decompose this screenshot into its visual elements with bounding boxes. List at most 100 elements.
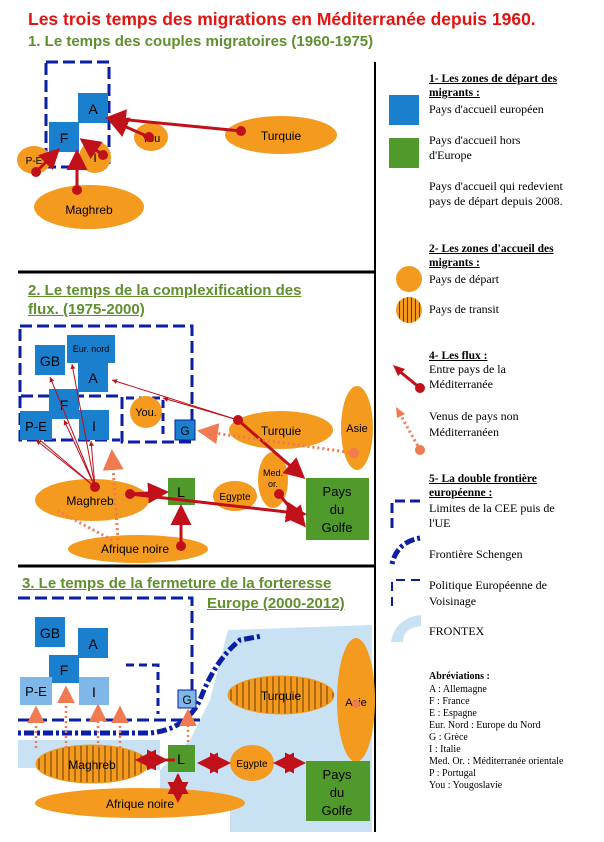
legend-green-label-1: Pays d'accueil hors [429,133,521,147]
legend-h5-line2: européenne : [429,487,493,499]
section-1-title: 1. Le temps des couples migratoires (196… [28,33,374,50]
golfe-label-3a: Pays [323,767,352,782]
abbr-item: You : Yougoslavie [429,780,503,791]
legend-blue-label: Pays d'accueil européen [429,102,544,116]
golfe-label-3b: du [330,785,344,800]
f-label-2: F [60,397,69,413]
abbr-item: G : Grèce [429,732,468,743]
golfe-label-2c: Golfe [321,520,352,535]
cee-border-1 [44,60,111,169]
a-label-3: A [88,636,98,652]
pe-label-1: P-E [26,156,43,167]
legend-h1-line1: 1- Les zones de départ des [429,73,558,85]
pe-label-3: P-E [25,684,47,699]
legend-flux-red-arrow [393,365,425,393]
maghreb-label-3: Maghreb [68,758,116,772]
section-3-title-line1: 3. Le temps de la fermeture de la forter… [22,575,332,592]
eurnord-label-2: Eur. nord [73,344,110,354]
abbr-item: Eur. Nord : Europe du Nord [429,720,541,731]
legend-blue-swatch [389,95,419,125]
afrique-2 [68,535,208,563]
legend-flux2-label-1: Venus de pays non [429,409,519,423]
legend-flux-dotted-arrow [396,407,425,455]
g-label-3: G [182,693,191,707]
legend-voisinage-symbol [391,579,420,606]
abbr-item: F : France [429,696,470,707]
legend-transit-label: Pays de transit [429,302,499,316]
turquie-label-3: Turquie [261,689,302,703]
asie-label-2: Asie [346,423,367,435]
cee-border-2 [18,324,194,444]
golfe-label-3c: Golfe [321,803,352,818]
legend-h1-line2: migrants : [429,87,480,99]
map-3: Turquie Asie Maghreb Egypte Afrique noir… [18,596,375,832]
you-2 [130,396,162,428]
legend-h2-line1: 2- Les zones d'accueil des [429,243,554,255]
maghreb-1 [34,185,144,229]
legend-schengen-symbol [389,535,421,565]
i-label-1: I [93,151,96,165]
turquie-label-1: Turquie [261,129,302,143]
maghreb-2 [35,479,149,521]
legend-voisinage-label-2: Voisinage [429,594,477,608]
afrique-label-3: Afrique noire [106,797,174,811]
schengen-border-3 [18,633,263,736]
medor-label-2b: or. [268,479,278,489]
g-label-2: G [180,424,189,438]
legend-cee-label-1: Limites de la CEE puis de [429,501,555,515]
legend-h4: 4- Les flux : [429,350,488,362]
legend-flux1-label-2: Méditerranée [429,377,493,391]
legend-frontex-label: FRONTEX [429,624,485,638]
medor-label-2a: Med. [263,468,283,478]
legend-voisinage-label-1: Politique Européenne de [429,578,547,592]
legend-schengen-label: Frontière Schengen [429,547,523,561]
asie-2 [341,386,373,470]
afrique-label-2: Afrique noire [101,542,169,556]
legend-h2-line2: migrants : [429,257,480,269]
abbr-item: I : Italie [429,744,461,755]
i-label-3: I [92,684,96,700]
abbr-item: Med. Or. : Méditerranée orientale [429,756,564,767]
a-box-1 [78,93,108,123]
turquie-label-2: Turquie [261,424,302,438]
turquie-3 [227,675,335,715]
legend-cee-label-2: l'UE [429,516,451,530]
legend-redev-label-2: pays de départ depuis 2008. [429,194,563,208]
gb-label-3: GB [40,625,60,641]
main-title: Les trois temps des migrations en Médite… [28,9,536,29]
i-label-2: I [92,418,96,434]
abbr-item: E : Espagne [429,708,477,719]
legend-frontex-symbol [391,615,421,642]
golfe-label-2a: Pays [323,484,352,499]
a-label-2: A [88,370,98,386]
legend: 1- Les zones de départ des migrants : Pa… [386,0,604,842]
cee-border-3 [18,596,194,715]
turquie-1 [225,116,337,154]
maghreb-label-2: Maghreb [66,494,114,508]
maghreb-label-1: Maghreb [65,203,113,217]
section-2-title-line1: 2. Le temps de la complexification des [28,282,302,299]
abbr-item: A : Allemagne [429,684,487,695]
flow-you-a-1 [107,117,150,139]
section-3-title-line2: Europe (2000-2012) [207,595,345,612]
legend-redev-label-1: Pays d'accueil qui redevient [429,179,563,193]
legend-transit-swatch [396,297,422,323]
legend-green-swatch [389,138,419,168]
pe-label-2: P-E [25,419,47,434]
egypte-label-2: Egypte [219,492,251,503]
golfe-label-2b: du [330,502,344,517]
flow-pe-f-1 [34,147,61,174]
f-box-1 [49,122,79,152]
legend-flux2-label-2: Méditerranéen [429,425,499,439]
a-label-1: A [88,101,98,117]
abbr-title: Abréviations : [429,671,490,682]
you-label-2: You. [135,407,157,419]
afrique-3 [35,788,245,818]
gb-label-2: GB [40,353,60,369]
abbr-item: P : Portugal [429,768,476,779]
legend-depart-label: Pays de départ [429,272,499,286]
legend-green-label-2: d'Europe [429,148,472,162]
legend-depart-swatch [396,266,422,292]
legend-cee-symbol [390,499,420,528]
maps-canvas: Turquie You Maghreb P-E I A F Turquie As… [17,60,376,832]
